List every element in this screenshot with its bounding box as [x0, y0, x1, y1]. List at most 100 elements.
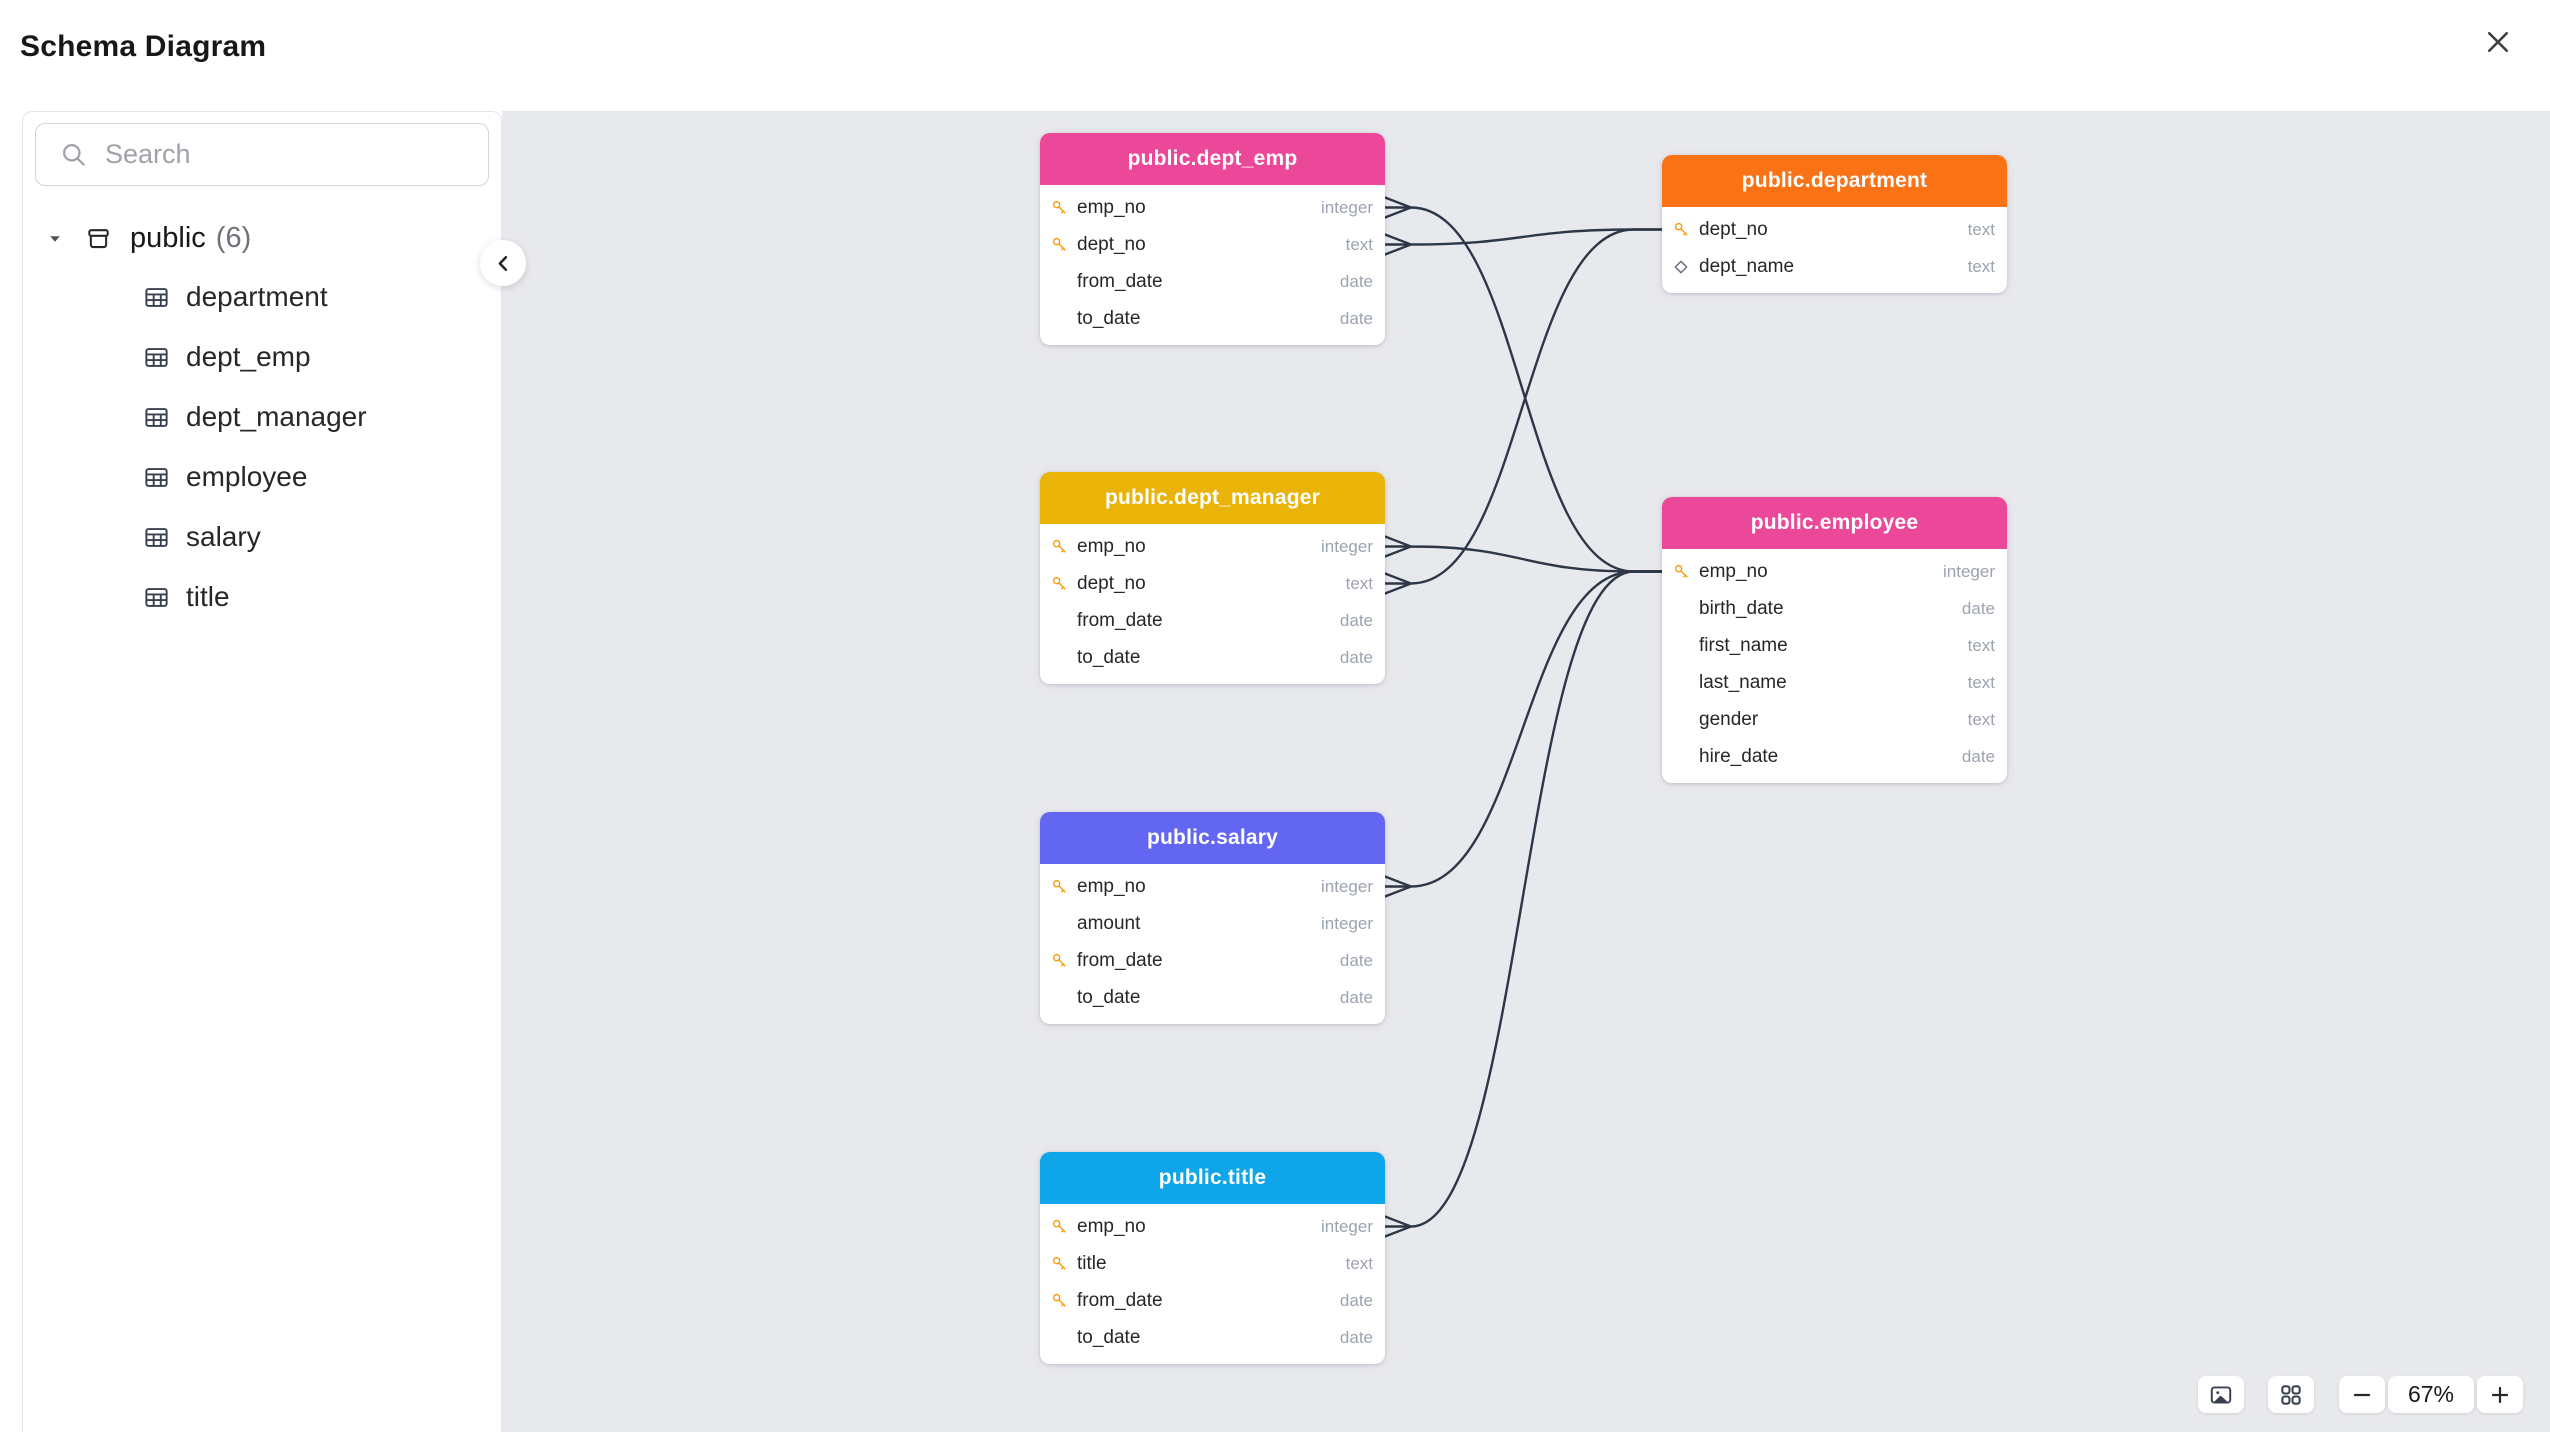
table-node-header[interactable]: public.salary: [1040, 812, 1385, 864]
table-name-label: salary: [186, 521, 261, 552]
field-type: text: [1345, 573, 1373, 593]
table-node-header[interactable]: public.employee: [1662, 497, 2007, 549]
field-row-title: title text: [1040, 1245, 1385, 1282]
primary-key-icon: [1671, 221, 1691, 238]
field-row-last_name: last_name text: [1662, 664, 2007, 701]
primary-key-icon: [1049, 575, 1069, 592]
sidebar-item-table-department[interactable]: department: [35, 267, 489, 327]
sidebar-item-table-dept_manager[interactable]: dept_manager: [35, 387, 489, 447]
search-input[interactable]: [105, 139, 472, 170]
field-name: to_date: [1077, 307, 1141, 329]
field-type: integer: [1321, 876, 1373, 896]
primary-key-icon: [1049, 952, 1069, 969]
field-name: hire_date: [1699, 745, 1779, 767]
sidebar-collapse-button[interactable]: [480, 240, 526, 286]
field-type: date: [1339, 647, 1373, 667]
table-icon: [143, 584, 170, 611]
zoom-control-group: 67%: [2339, 1376, 2523, 1413]
sidebar-item-table-title[interactable]: title: [35, 567, 489, 627]
relationship-edge-dept_manager.dept_no-department.dept_no: [1383, 228, 1664, 595]
zoom-out-button[interactable]: [2339, 1376, 2385, 1413]
table-list: department dept_emp dept_manager employee sa…: [35, 267, 489, 627]
auto-layout-button[interactable]: [2268, 1376, 2314, 1413]
field-type: text: [1345, 1253, 1373, 1273]
table-icon: [143, 404, 170, 431]
sidebar-item-schema-public[interactable]: public (6): [35, 218, 489, 258]
sidebar-item-table-employee[interactable]: employee: [35, 447, 489, 507]
field-row-dept_no: dept_no text: [1040, 565, 1385, 602]
table-name-label: employee: [186, 461, 308, 492]
field-name: title: [1077, 1252, 1107, 1274]
field-name: emp_no: [1077, 875, 1146, 897]
primary-key-icon: [1049, 1218, 1069, 1235]
table-name-label: department: [186, 281, 328, 312]
field-name: gender: [1699, 708, 1759, 730]
field-type: date: [1339, 1327, 1373, 1347]
primary-key-icon: [1049, 538, 1069, 555]
field-type: integer: [1321, 536, 1373, 556]
field-type: integer: [1321, 913, 1373, 933]
field-row-emp_no: emp_no integer: [1040, 868, 1385, 905]
relationship-edge-salary.emp_no-employee.emp_no: [1383, 570, 1664, 898]
field-type: date: [1339, 1290, 1373, 1310]
field-type: text: [1967, 672, 1995, 692]
chevron-down-icon[interactable]: [47, 230, 63, 247]
close-button[interactable]: [2476, 20, 2520, 64]
field-type: date: [1961, 598, 1995, 618]
field-name: dept_name: [1699, 255, 1795, 277]
schema-tree: public (6) department dept_emp dept_manage…: [35, 218, 489, 627]
relationship-edge-dept_emp.emp_no-employee.emp_no: [1383, 196, 1664, 573]
sidebar-item-table-dept_emp[interactable]: dept_emp: [35, 327, 489, 387]
field-name: emp_no: [1077, 196, 1146, 218]
minus-icon: [2350, 1383, 2374, 1407]
download-image-button[interactable]: [2198, 1376, 2244, 1413]
field-name: amount: [1077, 912, 1141, 934]
field-name: last_name: [1699, 671, 1787, 693]
field-type: date: [1339, 271, 1373, 291]
table-node-header[interactable]: public.title: [1040, 1152, 1385, 1204]
zoom-in-button[interactable]: [2477, 1376, 2523, 1413]
field-name: from_date: [1077, 609, 1163, 631]
relationship-edge-dept_manager.emp_no-employee.emp_no: [1383, 535, 1664, 573]
field-type: integer: [1321, 197, 1373, 217]
field-name: to_date: [1077, 646, 1141, 668]
field-type: text: [1345, 234, 1373, 254]
table-node-header[interactable]: public.department: [1662, 155, 2007, 207]
field-name: dept_no: [1077, 572, 1146, 594]
sidebar-item-table-salary[interactable]: salary: [35, 507, 489, 567]
chevron-left-icon: [492, 252, 515, 275]
field-row-emp_no: emp_no integer: [1040, 189, 1385, 226]
table-node-header[interactable]: public.dept_emp: [1040, 133, 1385, 185]
titlebar: Schema Diagram: [0, 0, 2550, 111]
primary-key-icon: [1049, 878, 1069, 895]
table-name-label: dept_emp: [186, 341, 311, 372]
sidebar: public (6) department dept_emp dept_manage…: [22, 111, 502, 1432]
field-name: emp_no: [1699, 560, 1768, 582]
field-row-amount: amount integer: [1040, 905, 1385, 942]
field-type: integer: [1943, 561, 1995, 581]
primary-key-icon: [1049, 1255, 1069, 1272]
schema-icon: [85, 225, 112, 252]
table-name-label: title: [186, 581, 230, 612]
table-node-header[interactable]: public.dept_manager: [1040, 472, 1385, 524]
relationship-edge-dept_emp.dept_no-department.dept_no: [1383, 228, 1664, 256]
table-icon: [143, 464, 170, 491]
